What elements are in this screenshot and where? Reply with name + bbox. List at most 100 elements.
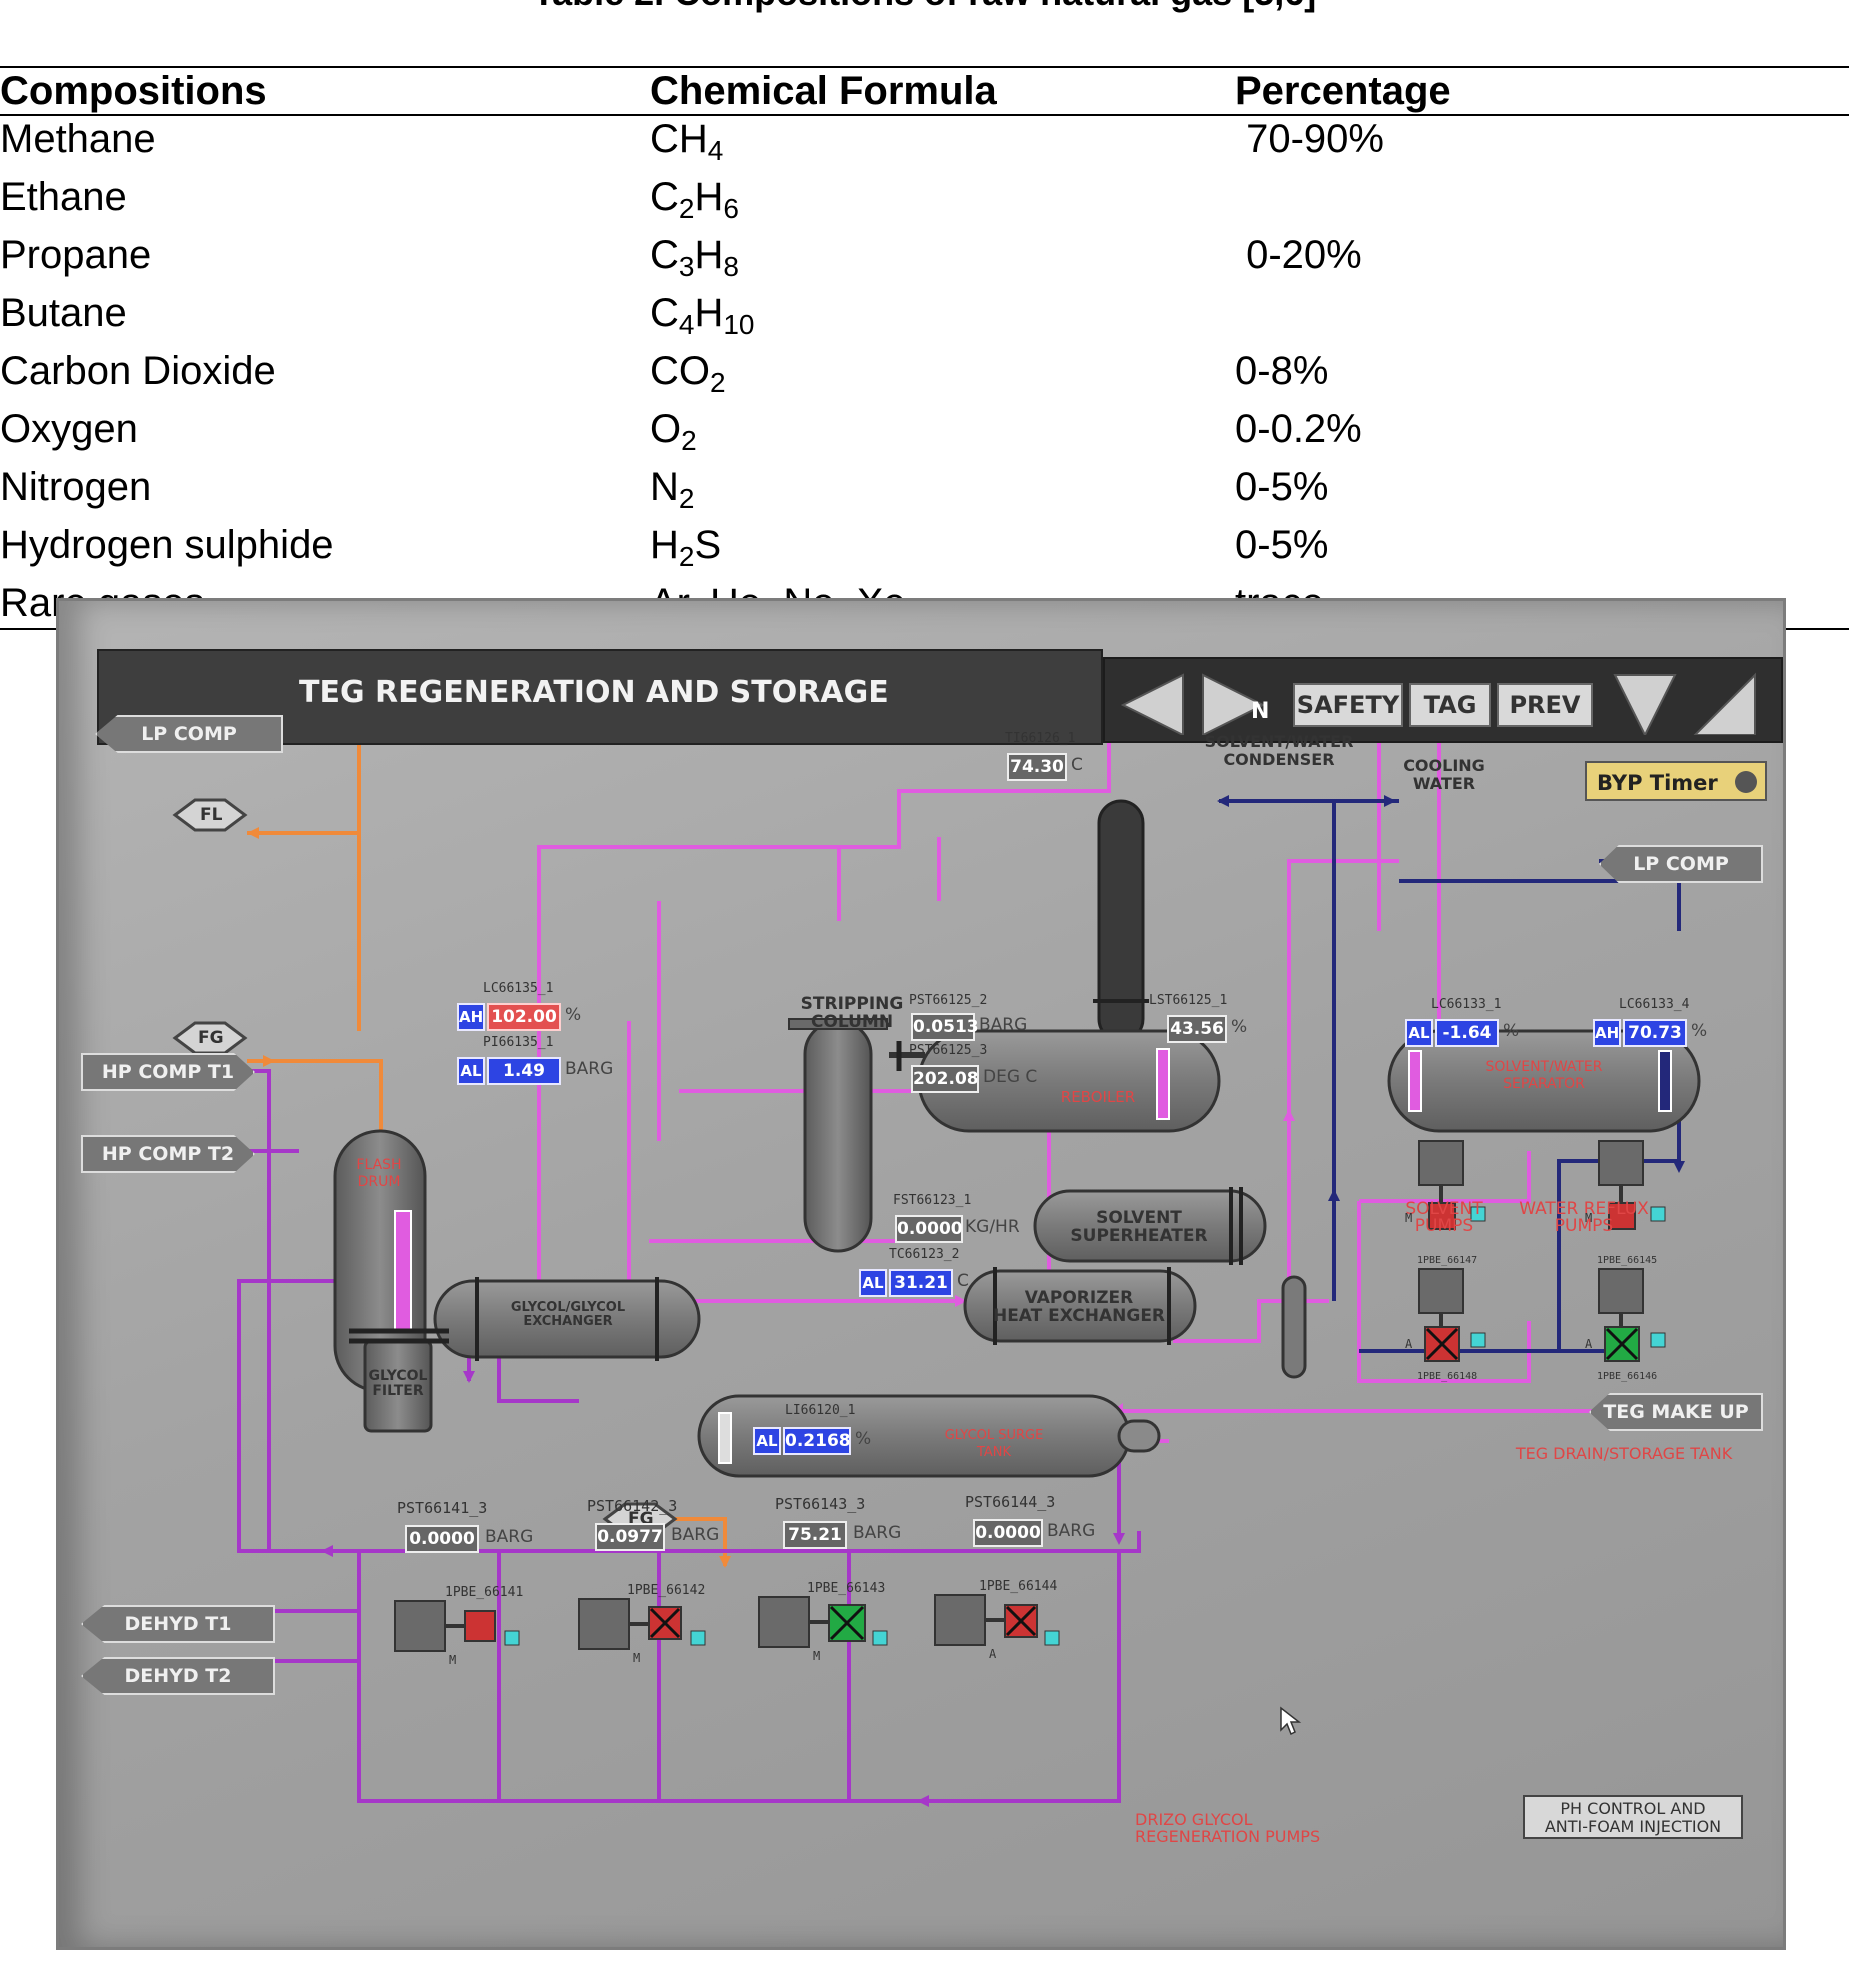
chemical-formula: C4H10: [650, 290, 1235, 348]
knockout-vessel: [1281, 1275, 1307, 1379]
nav-arrows: [1120, 673, 1266, 735]
dehyd-t1-label[interactable]: DEHYD T1: [81, 1605, 275, 1643]
byp-timer-label: BYP Timer: [1597, 771, 1718, 795]
formula-element: S: [694, 523, 722, 567]
screen-header: TEG REGENERATION AND STORAGE: [97, 649, 1103, 745]
formula-subscript: 2: [678, 541, 695, 572]
nav-forward-icon[interactable]: [1202, 673, 1266, 735]
screen-title: TEG REGENERATION AND STORAGE: [299, 675, 889, 710]
separator-vessel: [1387, 1029, 1701, 1133]
reboiler-level: [1156, 1048, 1170, 1120]
superheater-vessel: [1033, 1189, 1267, 1263]
pst66125-3-tag: PST66125_3: [909, 1043, 988, 1058]
nav-bar: SAFETY TAG PREV: [1103, 657, 1783, 743]
nav-back-icon[interactable]: [1120, 673, 1184, 735]
pump-66145-label: 1PBE_66145: [1597, 1255, 1658, 1266]
percentage: [1235, 174, 1849, 232]
percentage: [1235, 290, 1849, 348]
safety-button[interactable]: SAFETY: [1293, 683, 1403, 727]
lc66135-value[interactable]: 102.00: [487, 1003, 561, 1031]
ph-control-button[interactable]: PH CONTROL AND ANTI-FOAM INJECTION: [1523, 1795, 1743, 1839]
pump-66143-mode: M: [813, 1649, 821, 1663]
percentage: 70-90%: [1235, 117, 1384, 161]
bottom-pump-icons: [394, 1594, 1038, 1652]
tag-button[interactable]: TAG: [1409, 683, 1491, 727]
chemical-formula: C2H6: [650, 174, 1235, 232]
percentage: 0-20%: [1235, 233, 1362, 277]
lc66133-4-value[interactable]: 70.73: [1623, 1019, 1687, 1047]
composition-name: Butane: [0, 291, 127, 335]
tc66123-unit: C: [957, 1271, 969, 1291]
pump-66144-label: 1PBE_66144: [979, 1579, 1058, 1594]
byp-timer[interactable]: BYP Timer: [1585, 761, 1767, 801]
pipe-gg-to-column: [537, 845, 841, 1331]
hp-comp-t2-label[interactable]: HP COMP T2: [81, 1135, 255, 1173]
formula-subscript: 8: [723, 251, 739, 282]
lp-comp-left-label[interactable]: LP COMP: [95, 715, 283, 753]
pump-66143-label: 1PBE_66143: [807, 1581, 886, 1596]
composition-name: Ethane: [0, 175, 127, 219]
lc66133-1-value[interactable]: -1.64: [1435, 1019, 1499, 1047]
pst66141-value[interactable]: 0.0000: [405, 1525, 479, 1553]
formula-subscript: 3: [678, 251, 695, 282]
prev-button[interactable]: PREV: [1497, 683, 1593, 727]
lst66125-value[interactable]: 43.56: [1167, 1015, 1227, 1043]
tc66123-value[interactable]: 31.21: [889, 1269, 953, 1297]
hp-comp-t1-label[interactable]: HP COMP T1: [81, 1053, 255, 1091]
pi66135-unit: BARG: [565, 1059, 614, 1079]
formula-subscript: 2: [678, 483, 695, 514]
pi66135-flag: AL: [457, 1057, 485, 1085]
gg-exchanger-vessel: [433, 1279, 701, 1359]
pi66135-value[interactable]: 1.49: [487, 1057, 561, 1085]
percentage: 0-5%: [1235, 465, 1329, 509]
nav-down-icon[interactable]: [1613, 674, 1677, 735]
pst66125-2-value[interactable]: 0.0513: [911, 1013, 979, 1041]
pipe-solvent-pumps: [1359, 1151, 1531, 1203]
pst66142-tag: PST66142_3: [587, 1497, 678, 1515]
dehyd-t2-label[interactable]: DEHYD T2: [81, 1657, 275, 1695]
fst66123-tag: FST66123_1: [893, 1193, 972, 1208]
table-title: Table 2. Compositions of raw natural gas…: [0, 0, 1849, 14]
pipe-main-return: [237, 1279, 1141, 1553]
lst66125-unit: %: [1231, 1017, 1248, 1037]
pst66142-value[interactable]: 0.0977: [595, 1523, 665, 1551]
formula-subscript: 6: [723, 193, 739, 224]
surge-tank-level: [718, 1412, 732, 1464]
percentage: 0-8%: [1235, 349, 1329, 393]
header-compositions: Compositions: [0, 66, 650, 116]
formula-subscript: 2: [678, 193, 695, 224]
teg-make-up-label[interactable]: TEG MAKE UP: [1589, 1393, 1763, 1431]
table-row: Ethane C2H6: [0, 174, 1849, 232]
pst66143-value[interactable]: 75.21: [783, 1521, 847, 1549]
pst66143-unit: BARG: [853, 1523, 902, 1543]
orange-arrows: [247, 827, 731, 1568]
pipe-column-to-condenser: [839, 701, 1111, 849]
lc66133-4-flag: AH: [1593, 1019, 1621, 1047]
pump-66141-mode: M: [449, 1653, 457, 1667]
mouse-cursor-icon: [1280, 1706, 1302, 1736]
lp-comp-right-label[interactable]: LP COMP: [1599, 845, 1763, 883]
formula-element: CO: [650, 349, 710, 393]
glycol-filter-label: GLYCOL FILTER: [368, 1368, 428, 1399]
condenser-label: SOLVENT/WATER CONDENSER: [1204, 732, 1354, 769]
pipe-lp-comp: [279, 733, 361, 1031]
lst66125-tag: LST66125_1: [1149, 993, 1228, 1008]
fl-hex-label: FL: [200, 805, 223, 825]
chemical-formula: C3H8: [650, 232, 1235, 290]
pipe-fg: [247, 1059, 383, 1131]
li66120-value[interactable]: 0.2168: [783, 1427, 851, 1455]
formula-subscript: 2: [681, 425, 697, 456]
ti66126-value[interactable]: 74.30: [1007, 753, 1067, 781]
gg-exchanger-label: GLYCOL/GLYCOL EXCHANGER: [510, 1300, 626, 1329]
pump-66147-mode: M: [1405, 1211, 1413, 1225]
fst66123-value[interactable]: 0.0000: [895, 1215, 963, 1243]
pst66144-value[interactable]: 0.0000: [973, 1519, 1043, 1547]
pi66135-tag: PI66135_1: [483, 1035, 554, 1050]
lc66133-4-tag: LC66133_4: [1619, 997, 1690, 1012]
chemical-formula: O2: [650, 406, 1235, 464]
pst66125-3-value[interactable]: 202.08: [911, 1065, 979, 1093]
nav-up-icon[interactable]: [1693, 672, 1756, 735]
